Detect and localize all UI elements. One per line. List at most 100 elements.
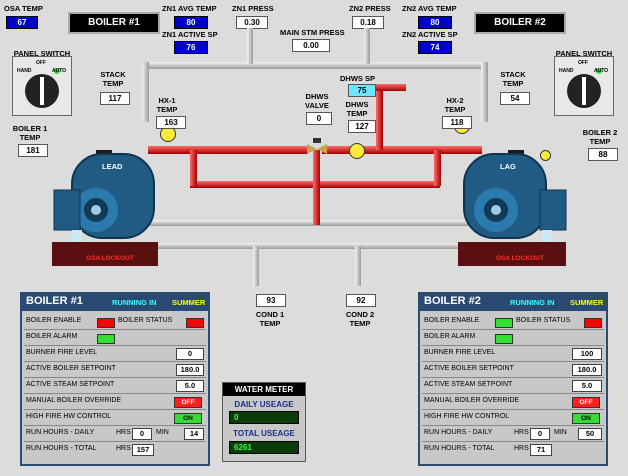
boiler1-season: SUMMER [172, 298, 206, 307]
boiler2-alarm-indicator [495, 334, 513, 344]
boiler1-alarm-label: BOILER ALARM [26, 333, 78, 340]
boiler2-row-steam-sp: ACTIVE STEAM SETPOINT 5.0 [422, 379, 604, 394]
boiler1-boiler-sp-label: ACTIVE BOILER SETPOINT [26, 365, 116, 372]
dhws-valve-icon[interactable] [307, 138, 327, 154]
hx1-value: 163 [156, 116, 186, 129]
boiler2-row-fire: BURNER FIRE LEVEL 100 [422, 347, 604, 362]
zn2-press-value: 0.18 [352, 16, 384, 29]
boiler1-vessel[interactable]: LEAD OSA LOCKOUT [52, 114, 158, 268]
stack1-value: 117 [100, 92, 130, 105]
boiler1-highfire-button[interactable]: ON [174, 413, 202, 424]
dhws-temp-value: 127 [348, 120, 376, 133]
hw-drop-left [190, 150, 197, 186]
hx2-label: HX-2 TEMP [444, 96, 466, 114]
cond1-label: COND 1 TEMP [255, 310, 285, 328]
panel-switch-2-label: PANEL SWITCH [555, 49, 613, 58]
boiler2-panel-header [420, 294, 606, 311]
hw-supply-pipe-right [322, 146, 482, 154]
boiler2-vessel[interactable]: LAG OSA LOCKOUT [456, 114, 568, 268]
boiler2-highfire-button[interactable]: ON [572, 413, 600, 424]
zn1-avg-temp-value: 80 [174, 16, 208, 29]
boiler1-temp-value: 181 [18, 144, 48, 157]
boiler1-status-label: BOILER STATUS [118, 317, 173, 324]
water-meter-panel: WATER METER DAILY USEAGE 0 TOTAL USEAGE … [222, 382, 306, 462]
boiler1-override-button[interactable]: OFF [174, 397, 202, 408]
zn1-active-sp-value: 76 [174, 41, 208, 54]
boiler2-daily-hrs-value: 0 [530, 428, 550, 440]
panel-switch-2-off: OFF [578, 60, 588, 66]
boiler1-highfire-label: HIGH FIRE HW CONTROL [26, 413, 112, 420]
daily-useage-value: 0 [229, 411, 299, 424]
panel-switch-1[interactable]: PANEL SWITCH OFF HAND AUTO [12, 49, 72, 116]
stack2-label: STACK TEMP [500, 70, 526, 88]
boiler1-running-label: RUNNING IN [112, 298, 157, 307]
boiler2-steam-sp-value[interactable]: 5.0 [572, 380, 602, 392]
boiler2-fire-value: 100 [572, 348, 602, 360]
panel-switch-1-label: PANEL SWITCH [13, 49, 71, 58]
lag-label: LAG [500, 162, 516, 171]
osa-temp-value: 67 [6, 16, 38, 29]
boiler2-row-alarm: BOILER ALARM [422, 331, 604, 346]
boiler2-daily-hrs-label: HRS [514, 429, 529, 436]
total-useage-label: TOTAL USEAGE [233, 429, 295, 438]
boiler1-row-enable: BOILER ENABLE BOILER STATUS [24, 315, 206, 330]
boiler1-override-label: MANUAL BOILER OVERRIDE [26, 397, 122, 404]
boiler2-steam-sp-label: ACTIVE STEAM SETPOINT [424, 381, 513, 388]
boiler1-row-daily: RUN HOURS - DAILY HRS 0 MIN 14 [24, 427, 206, 442]
steam-header-pipe [142, 62, 488, 69]
boiler1-fire-label: BURNER FIRE LEVEL [26, 349, 98, 356]
zn2-press-pipe [364, 28, 370, 64]
main-stm-press-value: 0.00 [292, 39, 330, 52]
return-pipe-bottom [145, 243, 485, 249]
boiler2-status-indicator [584, 318, 602, 328]
osa-temp-label: OSA TEMP [4, 4, 43, 13]
boiler1-daily-hrs-value: 0 [132, 428, 152, 440]
daily-useage-label: DAILY USEAGE [234, 400, 294, 409]
boiler2-daily-min-value: 50 [578, 428, 602, 440]
boiler1-enable-label: BOILER ENABLE [26, 317, 82, 324]
lead-label: LEAD [102, 162, 123, 171]
boiler1-enable-indicator[interactable] [97, 318, 115, 328]
dhws-valve-pipe [313, 150, 320, 225]
boiler1-total-label: RUN HOURS - TOTAL [26, 445, 97, 452]
boiler2-override-button[interactable]: OFF [572, 397, 600, 408]
boiler1-daily-min-value: 14 [184, 428, 204, 440]
boiler1-osa-lockout: OSA LOCKOUT [86, 255, 134, 262]
boiler2-running-label: RUNNING IN [510, 298, 555, 307]
boiler1-row-override: MANUAL BOILER OVERRIDE OFF [24, 395, 206, 410]
dhws-valve-label: DHWS VALVE [305, 92, 329, 110]
boiler1-panel-header [22, 294, 208, 311]
panel-switch-2[interactable]: PANEL SWITCH OFF HAND AUTO [554, 49, 614, 116]
boiler2-total-label: RUN HOURS - TOTAL [424, 445, 495, 452]
panel-switch-1-off: OFF [36, 60, 46, 66]
boiler1-row-steam-sp: ACTIVE STEAM SETPOINT 5.0 [24, 379, 206, 394]
zn1-press-label: ZN1 PRESS [232, 4, 274, 13]
boiler2-highfire-label: HIGH FIRE HW CONTROL [424, 413, 510, 420]
hx2-value: 118 [442, 116, 472, 129]
boiler2-boiler-sp-value[interactable]: 180.0 [572, 364, 602, 376]
boiler1-status-indicator [186, 318, 204, 328]
boiler1-fire-value: 0 [176, 348, 204, 360]
zn1-avg-temp-label: ZN1 AVG TEMP [162, 4, 217, 13]
steam-riser-right [481, 62, 488, 122]
boiler2-enable-label: BOILER ENABLE [424, 317, 480, 324]
boiler1-boiler-sp-value[interactable]: 180.0 [176, 364, 204, 376]
panel-switch-1-knob-icon [25, 68, 60, 108]
boiler2-status-label: BOILER STATUS [516, 317, 571, 324]
boiler1-daily-min-label: MIN [156, 429, 169, 436]
panel-switch-2-knob-icon [567, 68, 602, 108]
water-meter-title: WATER METER [223, 383, 305, 396]
boiler2-title: BOILER #2 [474, 12, 566, 34]
boiler2-panel-title: BOILER #2 [424, 295, 481, 307]
boiler2-total-hrs-value: 71 [530, 444, 552, 456]
total-useage-value: 6261 [229, 441, 299, 454]
panel-switch-1-auto: AUTO [52, 68, 67, 74]
dhws-sp-value[interactable]: 75 [348, 84, 376, 97]
dhws-riser [376, 84, 383, 150]
boiler1-alarm-indicator [97, 334, 115, 344]
dhws-sp-label: DHWS SP [340, 74, 376, 83]
dhws-valve-value: 0 [306, 112, 332, 125]
boiler1-steam-sp-value[interactable]: 5.0 [176, 380, 204, 392]
boiler2-enable-indicator[interactable] [495, 318, 513, 328]
boiler2-row-enable: BOILER ENABLE BOILER STATUS [422, 315, 604, 330]
